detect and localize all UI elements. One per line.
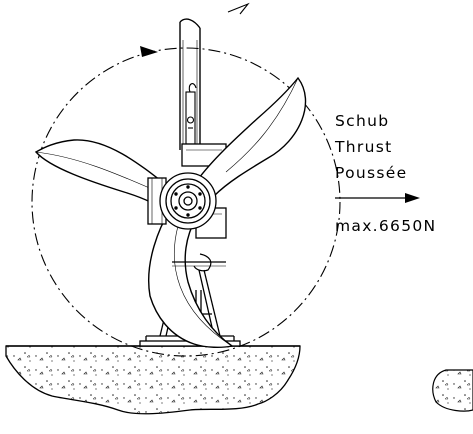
ground-slab-fragment bbox=[432, 369, 473, 412]
thrust-label: Schub Thrust Poussée bbox=[334, 112, 407, 182]
lifting-bracket bbox=[185, 83, 197, 145]
mast-clamp bbox=[172, 253, 226, 272]
propeller-hub bbox=[147, 172, 217, 230]
thrust-arrow-icon bbox=[335, 193, 420, 203]
hub-bolts bbox=[174, 185, 202, 217]
thrust-label-english: Thrust bbox=[334, 138, 392, 156]
rotation-circle bbox=[31, 47, 341, 357]
thrust-label-french: Poussée bbox=[335, 164, 407, 182]
ground-slab bbox=[5, 345, 301, 415]
propeller-blades bbox=[34, 76, 307, 349]
thrust-label-german: Schub bbox=[335, 112, 389, 130]
partial-arrow-top bbox=[227, 2, 250, 15]
max-thrust-value: max.6650N bbox=[335, 217, 436, 235]
rotation-arrow-icon bbox=[140, 46, 158, 57]
guide-rail-mast bbox=[179, 18, 201, 150]
